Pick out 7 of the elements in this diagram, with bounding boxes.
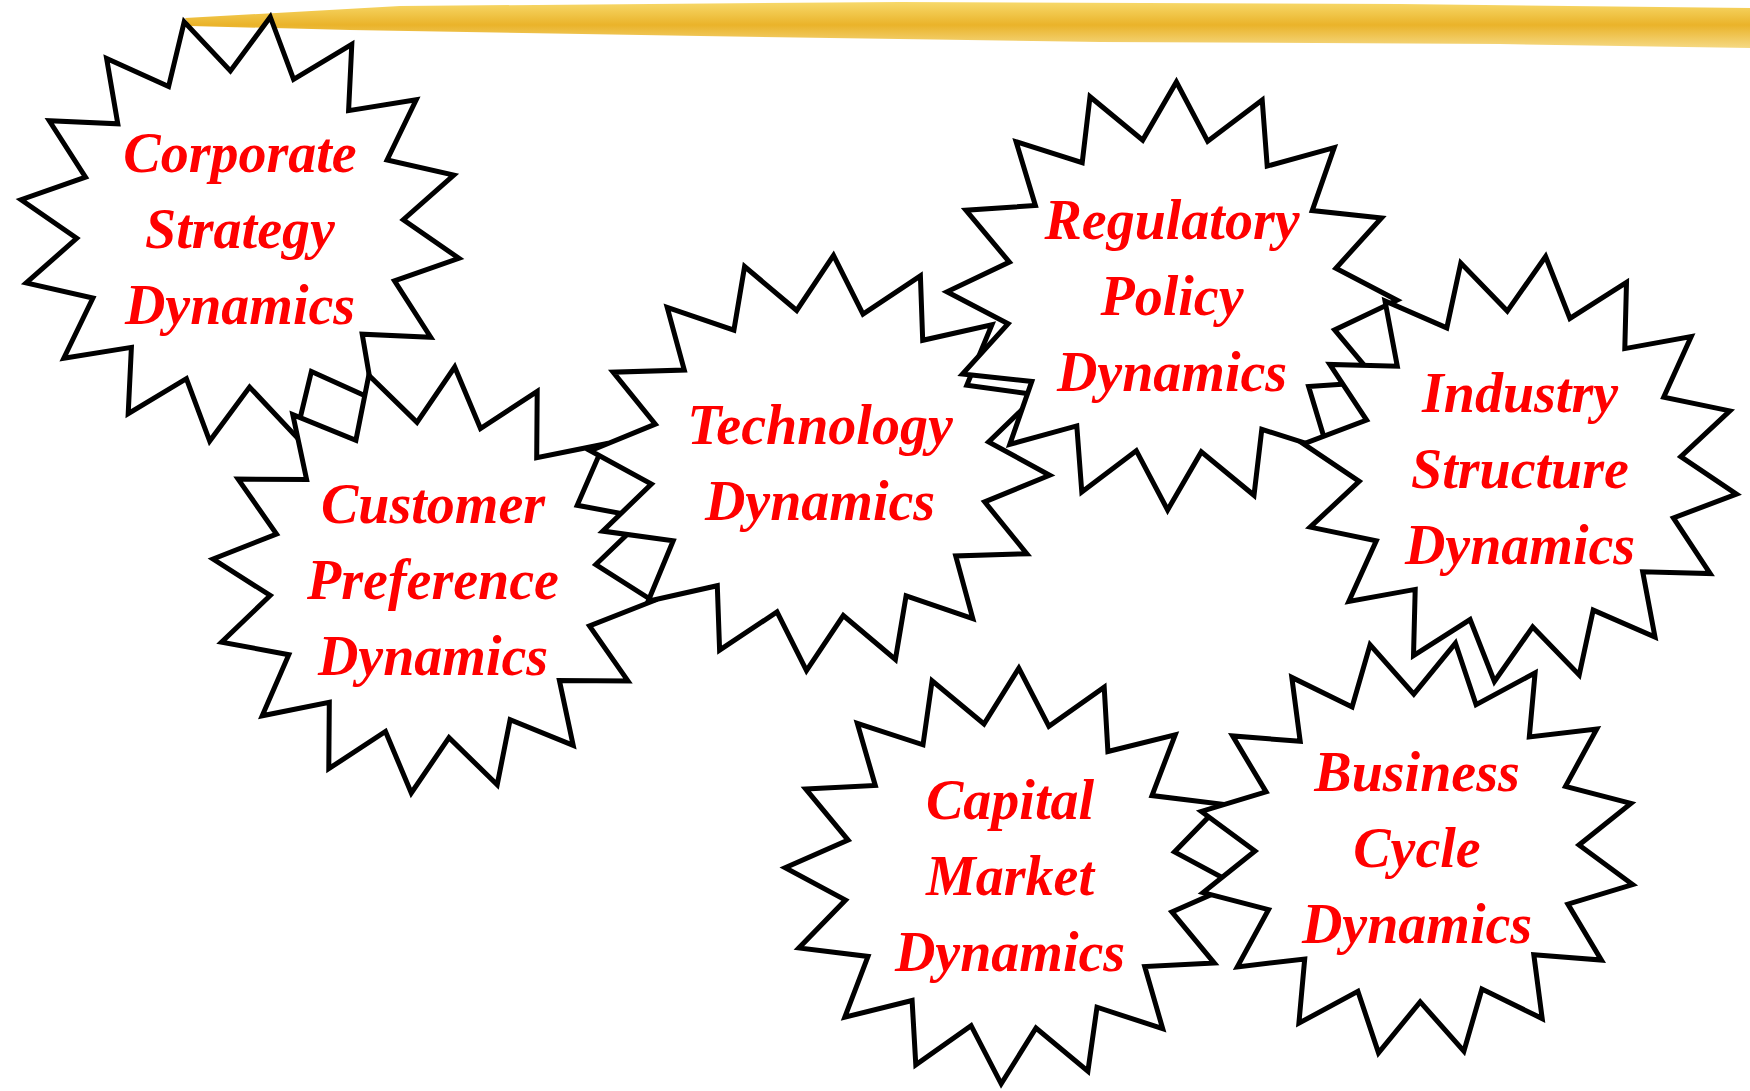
- starburst-label: Technology Dynamics: [686, 393, 954, 534]
- starburst-label: Industry Structure Dynamics: [1403, 361, 1637, 578]
- starburst-label: Business Cycle Dynamics: [1300, 740, 1534, 957]
- starburst-label: Capital Market Dynamics: [893, 768, 1127, 985]
- starburst-label: Corporate Strategy Dynamics: [122, 121, 358, 338]
- starburst-label: Customer Preference Dynamics: [306, 472, 560, 689]
- starburst-label: Regulatory Policy Dynamics: [1043, 188, 1301, 405]
